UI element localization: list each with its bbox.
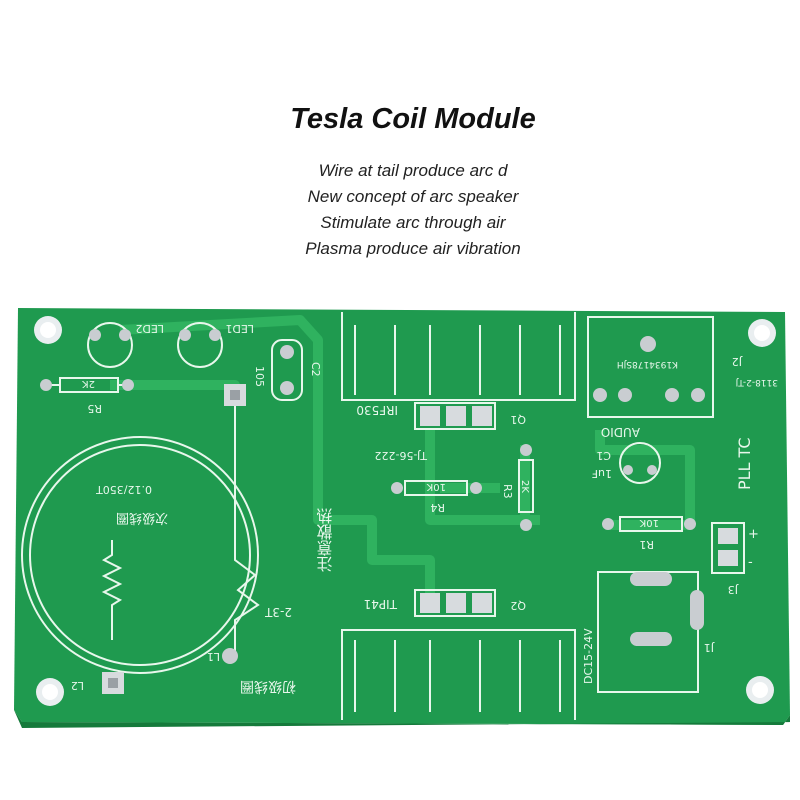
product-title: Tesla Coil Module [290, 103, 536, 135]
note-cn-label: 注意散热 [317, 508, 336, 572]
c2-label: C2 [309, 362, 322, 377]
j2-part-label: K1934178SJH [617, 359, 678, 369]
feature-line: Plasma produce air vibration [305, 239, 521, 258]
heatsink-label: TJ-56-222 [374, 449, 428, 462]
coil-winding-symbol [101, 540, 123, 640]
solder-pads [40, 329, 738, 694]
voltage-label: DC15-24V [582, 628, 595, 684]
primary-cn-label: 初级线圈 [240, 678, 296, 695]
r1-value-label: 10K [639, 517, 659, 528]
l1-label: L1 [207, 650, 220, 663]
coil-spec-label: 0.12/350T [96, 483, 152, 496]
feature-line: Wire at tail produce arc d [318, 161, 508, 180]
j2-label: J2 [732, 355, 743, 368]
j3-label: J3 [728, 583, 739, 596]
r1-label: R1 [639, 538, 654, 551]
l2-label: L2 [71, 679, 84, 692]
r5-value-label: 2K [82, 378, 95, 389]
c2-value-label: 105 [253, 366, 266, 387]
pcb-shadow [14, 710, 790, 728]
plus-label: + [748, 527, 759, 542]
r4-value-label: 10K [426, 481, 446, 492]
led2-label: LED2 [135, 322, 164, 335]
jack-label: 3118-2-TJ [736, 377, 778, 387]
led1-label: LED1 [225, 322, 254, 335]
r5-label: R5 [87, 402, 102, 415]
q1-part-label: IRF530 [356, 403, 398, 417]
mounting-holes [34, 316, 776, 706]
coil-cn-label: 次级线圈 [116, 510, 168, 526]
brand-label: PLL TC [735, 437, 754, 490]
turns-label: 2-3T [264, 605, 292, 619]
c1-value-label: 1uF [592, 467, 612, 480]
j1-label: J1 [704, 641, 715, 654]
c1-label: C1 [596, 449, 611, 462]
r3-label: R3 [501, 484, 514, 499]
feature-line: New concept of arc speaker [307, 187, 519, 206]
q1-label: Q1 [510, 413, 526, 426]
feature-line: Stimulate arc through air [320, 213, 506, 232]
audio-label: AUDIO [601, 425, 640, 439]
pcb-board [14, 308, 790, 725]
q2-label: Q2 [510, 599, 526, 612]
feature-list: Wire at tail produce arc d New concept o… [0, 158, 800, 262]
r3-value-label: 2K [519, 480, 530, 493]
q2-part-label: TIP41 [364, 597, 398, 611]
r4-label: R4 [430, 501, 445, 514]
minus-label: - [748, 555, 753, 570]
